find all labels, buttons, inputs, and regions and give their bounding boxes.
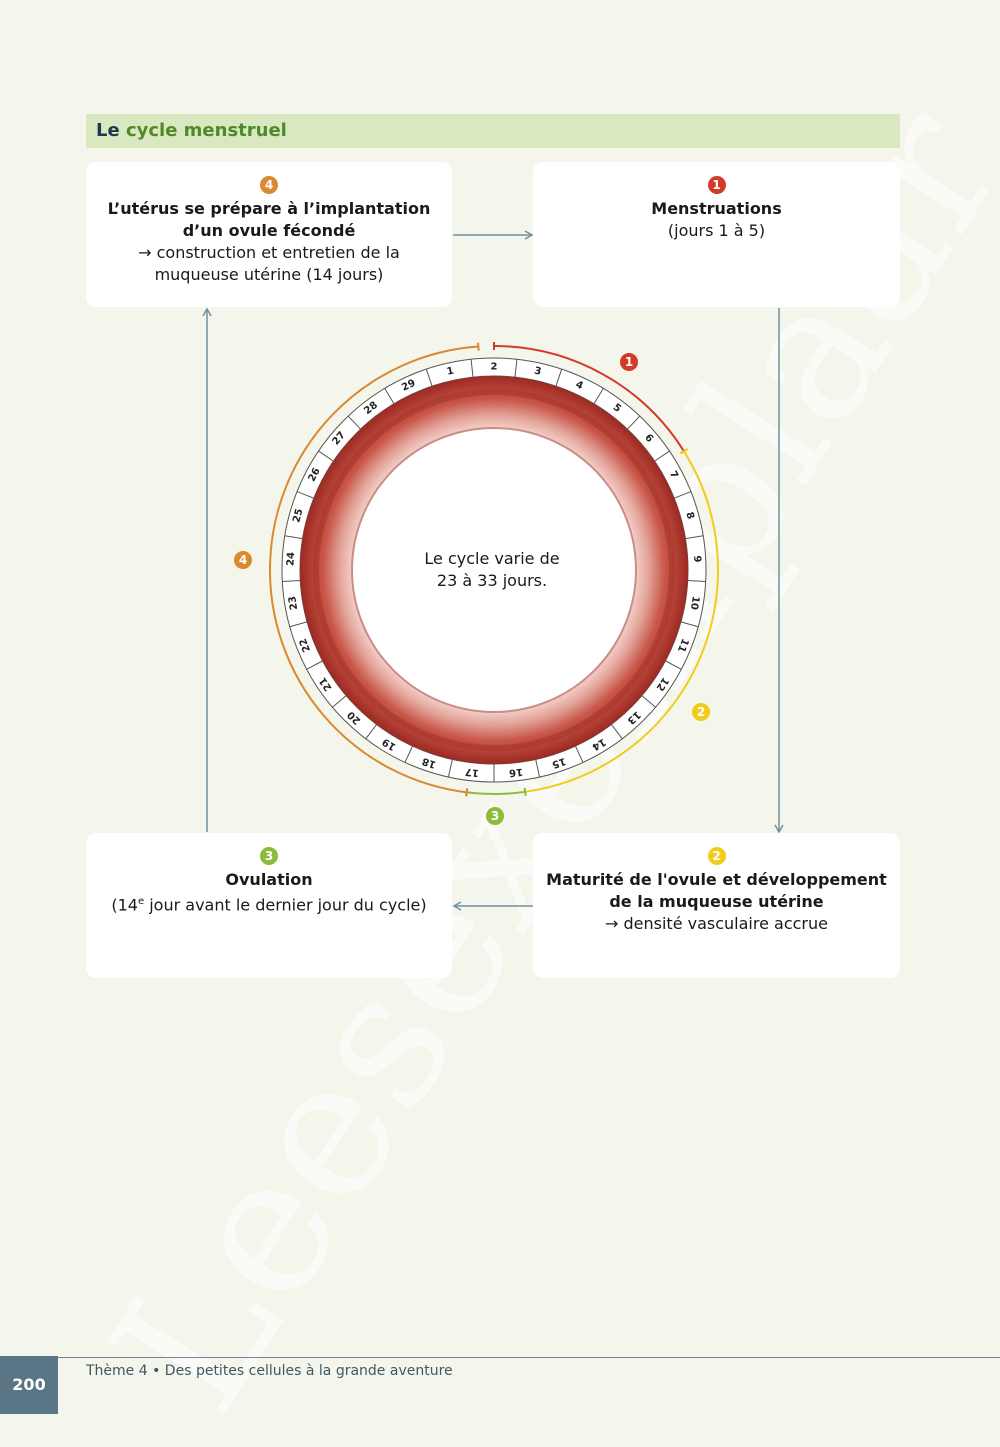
phase-1-desc: (jours 1 à 5)	[667, 221, 766, 240]
day-label-11: 11	[675, 637, 690, 654]
day-label-1: 1	[446, 366, 455, 378]
day-tick	[555, 368, 563, 387]
ring-badge-3: 3	[486, 807, 504, 825]
footer-text: Thème 4 • Des petites cellules à la gran…	[86, 1363, 453, 1379]
page-number: 200	[0, 1356, 58, 1414]
phase-4-arc-tick	[477, 342, 480, 351]
day-tick	[447, 759, 453, 778]
title-part-2: cycle menstruel	[125, 120, 287, 141]
phase-3-desc: (14e jour avant le dernier jour du cycle…	[86, 891, 452, 916]
ring-center	[351, 427, 637, 713]
cycle-center-text: Le cycle varie de 23 à 33 jours.	[392, 548, 592, 592]
phase-4-title-line1: L’utérus se prépare à l’implantation	[107, 199, 431, 218]
footer-divider	[58, 1357, 1000, 1358]
section-title: Le cycle menstruel	[96, 120, 287, 141]
day-tick	[514, 359, 518, 378]
phase-4-arc-tick	[465, 788, 469, 797]
phase-2-arc	[525, 450, 719, 793]
day-tick	[470, 359, 474, 378]
day-label-3: 3	[533, 366, 542, 378]
phase-4-box: 4 L’utérus se prépare à l’implantation d…	[86, 162, 452, 307]
phase-3-badge: 3	[260, 847, 278, 865]
day-tick	[665, 660, 682, 670]
phase-1-title: Menstruations	[651, 199, 782, 218]
phase-2-box: 2 Maturité de l'ovule et développement d…	[533, 833, 900, 978]
center-text-line1: Le cycle varie de	[424, 549, 560, 568]
lining-band	[313, 389, 675, 751]
day-tick	[641, 695, 656, 708]
day-tick	[404, 745, 413, 763]
phase-4-title-line2: d’un ovule fécondé	[182, 221, 356, 240]
phase-3-desc-sup: e	[137, 896, 145, 907]
day-tick	[284, 535, 303, 540]
day-tick	[593, 388, 604, 405]
phase-3-arc	[466, 790, 526, 795]
day-label-15: 15	[550, 755, 567, 770]
day-tick	[535, 759, 541, 778]
ring-badge-1: 1	[620, 353, 638, 371]
day-tick	[289, 621, 308, 628]
day-label-8: 8	[683, 511, 695, 521]
day-tick	[332, 695, 347, 708]
phase-1-box: 1 Menstruations (jours 1 à 5)	[533, 162, 900, 307]
day-tick	[365, 724, 377, 740]
phase-3-desc-pre: (14	[111, 895, 138, 915]
phase-3-arc-tick	[523, 787, 527, 796]
phase-1-arc	[493, 345, 685, 452]
day-label-22: 22	[298, 637, 313, 654]
phase-3-desc-post: jour avant le dernier jour du cycle)	[144, 895, 427, 915]
ring-badge-2: 2	[692, 703, 710, 721]
day-label-7: 7	[667, 469, 680, 480]
phase-2-badge: 2	[707, 847, 726, 865]
day-tick	[296, 491, 314, 499]
phase-arcs	[269, 342, 719, 797]
day-label-18: 18	[421, 755, 438, 770]
day-tick	[384, 388, 395, 405]
day-label-17: 17	[465, 766, 480, 778]
phase-4-badge: 4	[260, 176, 278, 194]
phase-1-badge: 1	[707, 176, 726, 194]
center-text-line2: 23 à 33 jours.	[436, 571, 548, 590]
day-tick	[680, 621, 699, 628]
day-label-24: 24	[285, 552, 297, 567]
day-ticks	[282, 359, 706, 782]
phase-4-arc	[269, 345, 479, 794]
day-label-10: 10	[688, 595, 701, 611]
day-tick	[611, 724, 623, 740]
phase-3-title: Ovulation	[225, 870, 313, 889]
day-tick	[318, 450, 334, 462]
day-tick	[347, 415, 361, 430]
day-label-2: 2	[491, 362, 498, 373]
day-tick	[306, 660, 323, 670]
phase-2-title-line1: Maturité de l'ovule et développement	[546, 870, 887, 889]
day-tick	[575, 745, 584, 763]
day-tick	[654, 450, 670, 462]
day-label-29: 29	[400, 378, 417, 394]
day-label-16: 16	[508, 766, 523, 778]
section-title-bar: Le cycle menstruel	[86, 114, 900, 148]
day-label-9: 9	[691, 555, 702, 563]
day-tick	[674, 491, 692, 499]
day-tick	[282, 580, 301, 582]
day-label-4: 4	[574, 379, 585, 392]
ring-badge-4: 4	[234, 551, 252, 569]
phase-2-arc-tick	[680, 448, 688, 455]
day-label-23: 23	[287, 595, 300, 611]
phase-4-desc-line2: muqueuse utérine (14 jours)	[154, 265, 384, 284]
title-part-1: Le	[96, 120, 126, 141]
day-tick	[687, 580, 706, 582]
phase-2-desc: → densité vasculaire accrue	[605, 914, 828, 933]
day-tick	[627, 415, 641, 430]
day-label-25: 25	[291, 507, 305, 523]
phase-2-title-line2: de la muqueuse utérine	[609, 892, 824, 911]
day-tick	[425, 368, 433, 387]
phase-3-box: 3 Ovulation (14e jour avant le dernier j…	[86, 833, 452, 978]
day-tick	[685, 535, 704, 540]
phase-4-desc-line1: → construction et entretien de la	[138, 243, 400, 262]
